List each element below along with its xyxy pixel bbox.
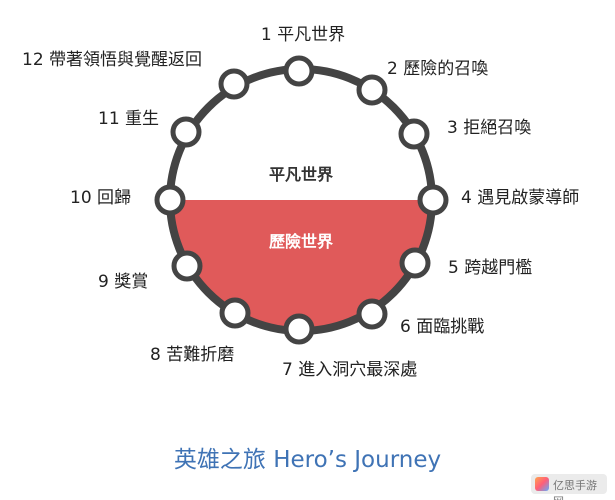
step-node-2 (356, 74, 388, 106)
step-label-5: 5 跨越門檻 (448, 258, 532, 278)
step-node-11 (170, 116, 202, 148)
step-label-7: 7 進入洞穴最深處 (282, 360, 417, 380)
step-node-12 (218, 68, 250, 100)
step-node-8 (219, 297, 251, 329)
step-node-1 (283, 55, 315, 87)
step-label-2: 2 歷險的召喚 (387, 59, 488, 79)
step-labels: 1 平凡世界 2 歷險的召喚 3 拒絕召喚 4 遇見啟蒙導師 5 跨越門檻 6 面臨挑戰 7… (22, 25, 579, 380)
step-nodes (154, 55, 449, 345)
step-label-9: 9 獎賞 (98, 272, 148, 292)
step-label-10: 10 回歸 (70, 188, 131, 208)
step-node-3 (398, 118, 430, 150)
step-node-7 (283, 313, 315, 345)
step-label-4: 4 遇見啟蒙導師 (461, 188, 579, 208)
step-node-10 (154, 184, 186, 216)
step-node-6 (356, 298, 388, 330)
step-label-8: 8 苦難折磨 (150, 345, 234, 365)
diagram-caption: 英雄之旅 Hero’s Journey (173, 447, 442, 473)
step-label-11: 11 重生 (98, 109, 159, 129)
step-label-3: 3 拒絕召喚 (447, 118, 531, 138)
ordinary-world-region-label: 平凡世界 (269, 165, 333, 184)
watermark-text: 亿思手游网 (553, 479, 597, 500)
step-label-1: 1 平凡世界 (261, 25, 345, 45)
adventure-world-region-label: 歷險世界 (269, 232, 333, 251)
step-label-6: 6 面臨挑戰 (400, 317, 484, 337)
site-watermark-logo: 亿思手游网 (531, 474, 607, 500)
site-logo-icon (535, 477, 549, 491)
step-node-4 (417, 184, 449, 216)
step-node-9 (171, 250, 203, 282)
hero-journey-circle-diagram: 平凡世界 歷險世界 1 平凡世界 2 歷險的召喚 3 拒絕召喚 4 遇見啟蒙導師 5 跨… (22, 25, 579, 380)
step-node-5 (399, 247, 431, 279)
step-label-12: 12 帶著領悟與覺醒返回 (22, 50, 202, 70)
